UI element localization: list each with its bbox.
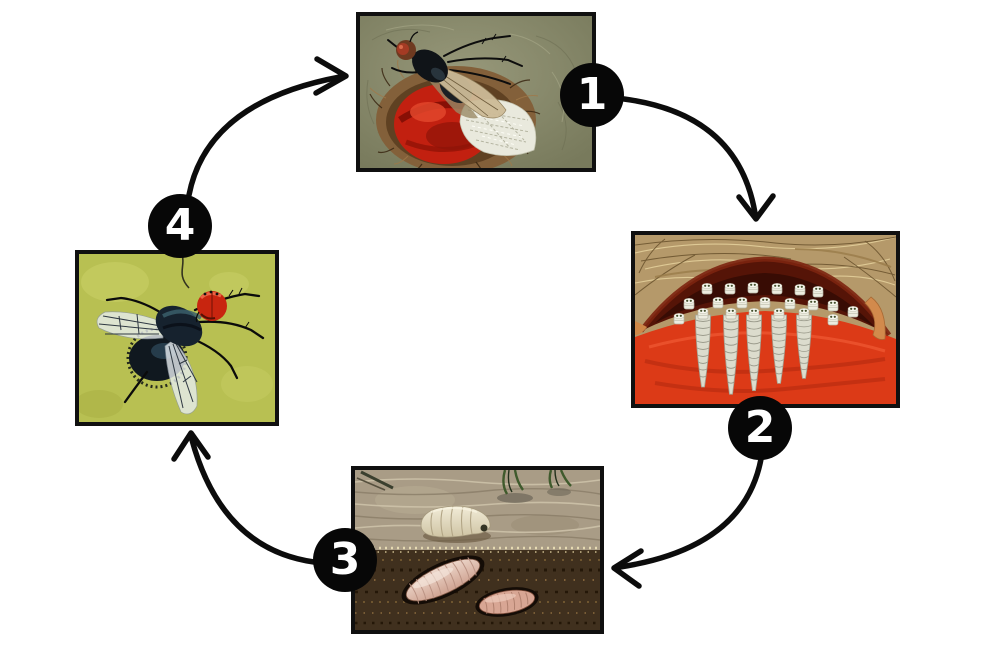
stage-2-number: 2 xyxy=(744,402,776,453)
stage-4-panel xyxy=(75,250,279,426)
fly-wing xyxy=(429,65,507,119)
stage-1-number: 1 xyxy=(576,69,608,120)
adult-fly-icon xyxy=(96,287,265,415)
fly-right-wing xyxy=(164,339,198,415)
adult-fly-illustration xyxy=(79,254,275,422)
stage-3-panel xyxy=(351,466,604,634)
stage-1-panel xyxy=(356,12,596,172)
stage-4-number: 4 xyxy=(164,200,196,251)
stage-4-badge: 4 xyxy=(148,194,212,258)
skin-fold-right xyxy=(864,296,886,340)
stage-3-number: 3 xyxy=(329,534,361,585)
fly-laying-eggs-illustration xyxy=(360,16,592,168)
arrow-stage4-to-stage1-icon xyxy=(186,56,349,198)
stage-2-panel xyxy=(631,231,900,408)
arrow-stage3-to-stage4-icon xyxy=(171,430,317,565)
soil-speckles xyxy=(355,546,600,625)
surface-larva xyxy=(420,505,491,543)
skin-fold-left xyxy=(635,321,647,335)
arrow-stage2-to-stage3-icon xyxy=(611,456,764,589)
fly-icon xyxy=(387,31,523,119)
stage-2-badge: 2 xyxy=(728,396,792,460)
pupa-large xyxy=(401,555,485,605)
maggots-in-wound-illustration xyxy=(635,235,896,404)
pupation-in-soil-illustration xyxy=(355,470,600,630)
larva-head xyxy=(480,524,488,532)
grass-sprigs xyxy=(356,470,572,503)
stage-1-badge: 1 xyxy=(560,63,624,127)
pupa-small xyxy=(475,587,539,617)
stage-3-badge: 3 xyxy=(313,528,377,592)
fly-left-wing xyxy=(96,311,164,340)
arrow-stage1-to-stage2-icon xyxy=(621,96,776,222)
